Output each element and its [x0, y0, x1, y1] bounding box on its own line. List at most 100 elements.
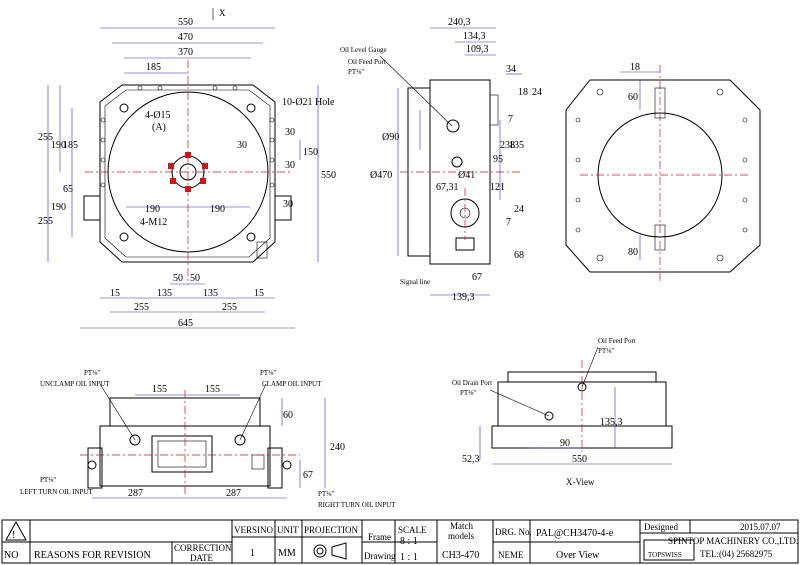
label-unclamp-oil: UNCLAMP OIL INPUT — [40, 380, 110, 388]
dim-135-l: 135 — [157, 288, 172, 299]
dim-d470: Ø470 — [370, 170, 392, 181]
dim-90-x: 90 — [560, 438, 570, 449]
tb-frame-value: 8 : 1 — [400, 536, 418, 547]
label-oil-level-gauge: Oil Level Gauge — [340, 46, 387, 54]
dim-255-b-l: 255 — [134, 302, 149, 313]
dim-134-3: 134,3 — [463, 31, 486, 42]
plate-view: 18 60 80 — [565, 62, 761, 282]
projection-symbol — [313, 542, 347, 560]
tb-version-value: 1 — [250, 548, 255, 559]
tb-name: NEME — [498, 550, 524, 560]
tb-tel: TEL:(04) 25682975 — [700, 549, 773, 559]
axis-x-label: X — [219, 8, 226, 18]
x-view: 135,3 90 52,3 550 Oil Feed Port PT⅛" Oil… — [452, 337, 673, 487]
dim-240-bottom: 240 — [330, 442, 345, 453]
dim-24-side: 24 — [532, 87, 542, 98]
dim-68: 68 — [514, 250, 524, 261]
dim-18-plate: 18 — [630, 62, 640, 73]
dim-80-plate: 80 — [628, 247, 638, 258]
label-signal-line: Signal line — [400, 278, 430, 286]
tb-name-value: Over View — [556, 550, 600, 561]
dim-287-r: 287 — [226, 488, 241, 499]
tb-drg-no: DRG. No. — [495, 527, 532, 537]
dim-60-bottom: 60 — [283, 410, 293, 421]
dim-30-inner: 30 — [237, 140, 247, 151]
dim-7-side: 7 — [508, 114, 513, 125]
dim-34: 34 — [506, 64, 516, 75]
label-pt-unclamp: PT⅛" — [84, 369, 100, 377]
dim-190-left-lower: 190 — [51, 202, 66, 213]
tb-models: models — [448, 531, 474, 541]
label-clamp-oil: CLAMP OIL INPUT — [262, 380, 322, 388]
tb-match: Match — [450, 521, 473, 531]
dim-d90: Ø90 — [382, 132, 399, 143]
dim-185-left: 185 — [63, 140, 78, 151]
dim-370-top: 370 — [178, 47, 193, 58]
x-view-title: X-View — [566, 477, 595, 487]
dim-155-r: 155 — [205, 384, 220, 395]
label-oil-feed-port: Oil Feed Port — [348, 58, 386, 66]
label-right-turn: RIGHT TURN OIL INPUT — [318, 501, 396, 509]
dim-550-top: 550 — [178, 17, 193, 28]
tb-projection: PROJECTION — [304, 525, 359, 535]
tb-reasons: REASONS FOR REVISION — [34, 550, 151, 561]
tb-company: SPINTOP MACHINERY CO.,LTD. — [668, 536, 798, 546]
dim-155-l: 155 — [152, 384, 167, 395]
dim-190-inner-r: 190 — [210, 204, 225, 215]
dim-7-side-b: 7 — [506, 217, 511, 228]
label-pt-feed-x: PT⅛" — [598, 347, 614, 355]
dim-550-x: 550 — [572, 454, 587, 465]
dim-109-3: 109,3 — [466, 44, 489, 55]
dim-67-31: 67,31 — [436, 182, 459, 193]
dim-185-top: 185 — [146, 62, 161, 73]
tb-drawing: Drawing — [364, 551, 396, 561]
dim-255-b-r: 255 — [222, 302, 237, 313]
dim-15-r: 15 — [254, 288, 264, 299]
dim-135-3-x: 135,3 — [600, 417, 623, 428]
dim-50-r: 50 — [190, 273, 200, 284]
dim-150-right: 150 — [303, 147, 318, 158]
dim-240-3: 240,3 — [448, 17, 471, 28]
dim-190-left: 190 — [51, 140, 66, 151]
dim-470-top: 470 — [178, 32, 193, 43]
tb-versino: VERSINO — [234, 525, 274, 535]
dim-135-r: 135 — [203, 288, 218, 299]
note-a: (A) — [152, 122, 166, 133]
label-pt-drain-x: PT⅛" — [460, 389, 476, 397]
dim-190-inner-l: 190 — [145, 204, 160, 215]
tb-correction: CORRECTION — [174, 543, 232, 553]
label-pt-right: PT⅛" — [318, 490, 334, 498]
dim-15-l: 15 — [110, 288, 120, 299]
front-view: X — [38, 8, 336, 329]
dim-255-upper: 255 — [38, 132, 53, 143]
label-pt-left: PT⅛" — [40, 476, 56, 484]
label-oil-feed-x: Oil Feed Port — [598, 337, 636, 345]
dim-238: 238 — [500, 140, 515, 151]
dim-30-right-b: 30 — [285, 160, 295, 171]
label-left-turn: LEFT TURN OIL INPUT — [20, 488, 94, 496]
tb-unit: UNIT — [277, 525, 299, 535]
tb-drg-value: PAL@CH3470-4-e — [536, 528, 614, 539]
bottom-view: 155 155 60 240 287 287 67 PT⅛" UNCLAMP O… — [20, 369, 396, 509]
label-pt-clamp: PT⅛" — [260, 369, 276, 377]
dim-550-right: 550 — [321, 170, 336, 181]
svg-text:!: ! — [12, 530, 15, 541]
dim-30-right-a: 30 — [285, 127, 295, 138]
dim-18-side: 18 — [518, 87, 528, 98]
dim-287-l: 287 — [128, 488, 143, 499]
dim-24-side-b: 24 — [514, 204, 524, 215]
title-block: ! NO REASONS FOR REVISION CORRECTION DAT… — [1, 519, 799, 564]
dim-135-side: 135 — [509, 140, 524, 151]
note-10-d21: 10-Ø21 Hole — [282, 97, 335, 108]
tb-frame: Frame — [368, 532, 391, 542]
tb-no: NO — [4, 550, 18, 561]
tb-scale: SCALE — [398, 525, 427, 535]
tb-designed: Designed — [644, 522, 678, 532]
tb-drawing-value: 1 : 1 — [400, 552, 418, 563]
note-4-d15: 4-Ø15 — [145, 110, 171, 121]
dim-30-right-c: 30 — [283, 199, 293, 210]
side-view: 240,3 134,3 109,3 34 18 24 7 67,31 238 9… — [340, 17, 542, 303]
dim-67-bottom: 67 — [303, 470, 313, 481]
tb-date: DATE — [190, 553, 213, 563]
dim-50-l: 50 — [173, 273, 183, 284]
